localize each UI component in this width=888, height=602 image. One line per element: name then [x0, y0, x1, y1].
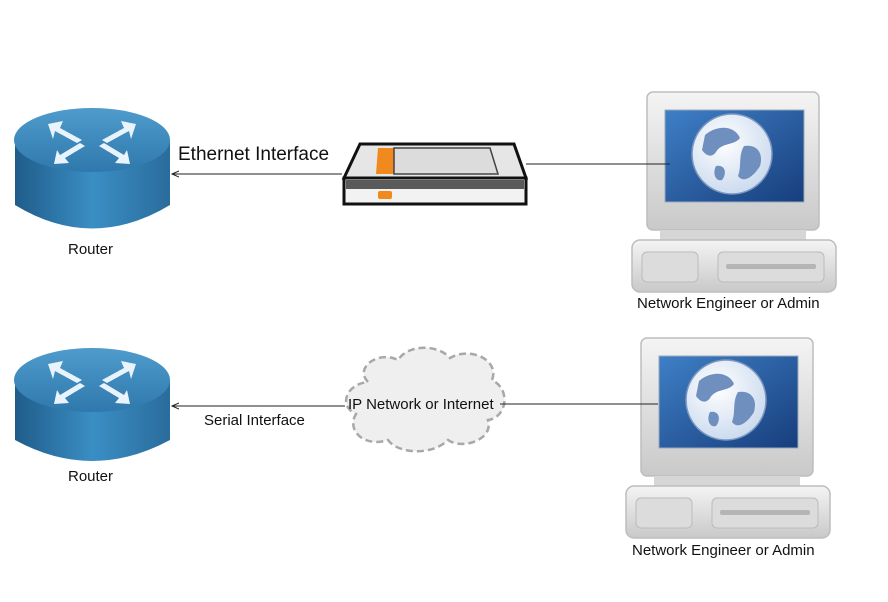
engineer-bottom-label: Network Engineer or Admin	[632, 542, 815, 559]
cloud-label: IP Network or Internet	[348, 396, 494, 413]
ethernet-interface-label: Ethernet Interface	[178, 144, 330, 165]
router-top-icon	[14, 108, 170, 229]
serial-interface-label: Serial Interface	[204, 412, 305, 429]
router-top-label: Router	[68, 241, 114, 258]
computer-top-icon	[631, 91, 837, 293]
router-bottom-label: Router	[68, 468, 114, 485]
computer-bottom-icon	[625, 337, 831, 539]
router-bottom-icon	[14, 348, 170, 461]
engineer-top-label: Network Engineer or Admin	[637, 295, 820, 312]
terminal-server-icon	[341, 142, 529, 206]
cloud-icon	[344, 346, 506, 453]
